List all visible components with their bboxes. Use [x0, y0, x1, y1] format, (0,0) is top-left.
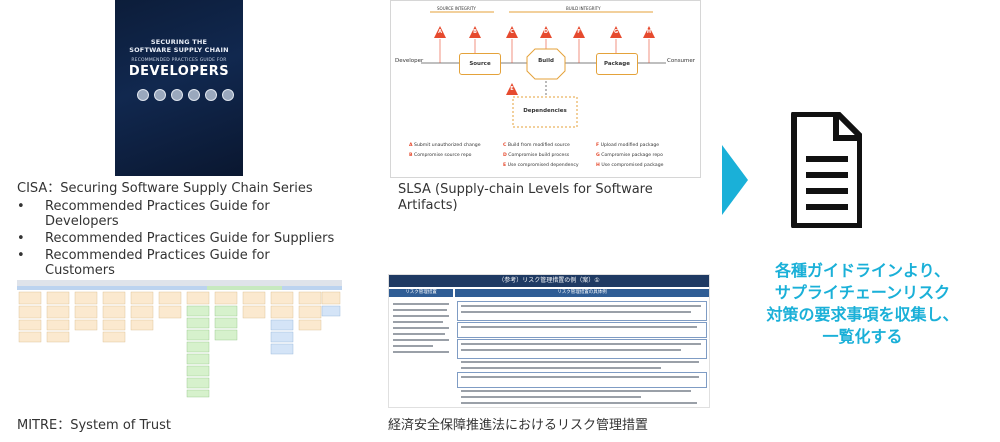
threat-b-icon: B [469, 26, 481, 38]
risk-document-thumbnail: （参考）リスク管理措置の例（案）① リスク管理措置 リスク管理措置の具体例 [388, 274, 710, 408]
risk-col1-header: リスク管理措置 [389, 289, 453, 297]
build-node: Build [538, 58, 554, 64]
risk-col2-header: リスク管理措置の具体例 [455, 289, 709, 297]
threat-a-icon: A [434, 26, 446, 38]
slsa-caption-line1: SLSA (Supply-chain Levels for Software [398, 182, 653, 197]
legend-d: D Compromise build process [503, 153, 570, 158]
threat-g-icon: G [610, 26, 622, 38]
legend-e: E Use compromised dependency [503, 163, 579, 168]
legend-f: F Upload modified package [596, 143, 660, 148]
build-integrity-label: BUILD INTEGRITY [566, 6, 601, 11]
threat-h-icon: H [643, 26, 655, 38]
legend-h: H Use compromised package [596, 163, 664, 168]
cisa-cover-subtitle: RECOMMENDED PRACTICES GUIDE FOR [131, 58, 227, 63]
legend-g: G Compromise package repo [596, 153, 663, 158]
cisa-caption: CISA：Securing Software Supply Chain Seri… [17, 181, 313, 196]
threat-f-icon: F [573, 26, 585, 38]
risk-caption: 経済安全保障推進法におけるリスク管理措置 [388, 418, 649, 433]
developer-label: Developer [395, 58, 424, 64]
mitre-grid-graphic [17, 280, 342, 398]
chevron-right-icon [722, 145, 748, 219]
document-icon [790, 111, 863, 232]
summary-line-1: 各種ガイドラインより、 [774, 261, 951, 280]
package-node: Package [596, 53, 638, 75]
risk-doc-title: （参考）リスク管理措置の例（案）① [389, 275, 709, 287]
slsa-caption-line2: Artifacts) [398, 198, 458, 213]
list-item-cont: Customers [45, 263, 115, 278]
summary-line-4: 一覧化する [822, 327, 903, 346]
agency-seals [137, 89, 234, 101]
slsa-lines [421, 11, 666, 128]
list-item: •Recommended Practices Guide for Supplie… [17, 231, 335, 246]
dependencies-node: Dependencies [523, 108, 567, 114]
source-integrity-label: SOURCE INTEGRITY [437, 6, 476, 11]
slsa-diagram: SOURCE INTEGRITY BUILD INTEGRITY A B C D… [390, 0, 701, 178]
list-item: •Recommended Practices Guide for [17, 199, 270, 214]
mitre-caption: MITRE：System of Trust [17, 418, 171, 433]
list-item: •Recommended Practices Guide for [17, 248, 270, 263]
legend-b: B Compromise source repo [409, 153, 472, 158]
legend-c: C Build from modified source [503, 143, 570, 148]
threat-d-icon: D [540, 26, 552, 38]
summary-line-3: 対策の要求事項を収集し、 [766, 305, 959, 324]
cisa-cover-developers: DEVELOPERS [128, 64, 230, 79]
source-node: Source [459, 53, 501, 75]
legend-a: A Submit unauthorized change [409, 143, 481, 148]
list-item-cont: Developers [45, 214, 119, 229]
threat-e-icon: E [506, 83, 518, 95]
threat-c-icon: C [506, 26, 518, 38]
mitre-thumbnail [17, 280, 342, 398]
consumer-label: Consumer [667, 58, 696, 64]
summary-line-2: サプライチェーンリスク [774, 283, 951, 302]
